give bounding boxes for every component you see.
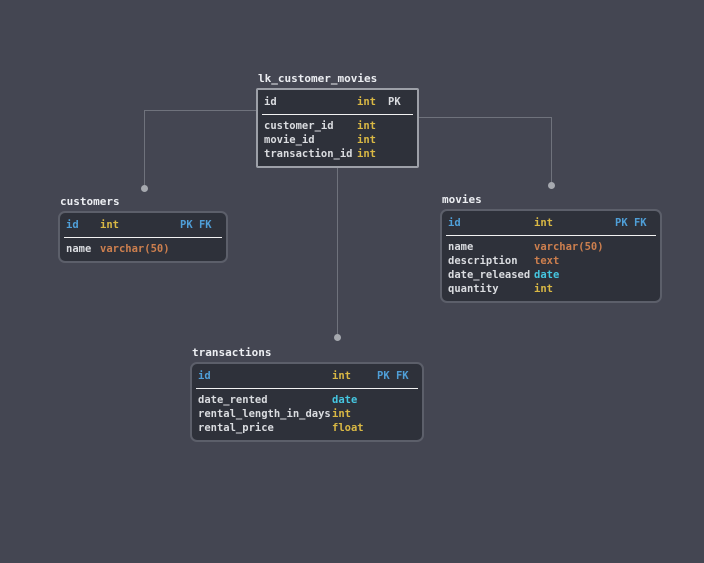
relationship-line-transactions-vertical [337, 164, 338, 334]
table-transactions[interactable]: transactions id int PK FK date_rented da… [190, 347, 424, 442]
field-type: date [534, 269, 560, 281]
pk-field-keys: PK FK [180, 219, 212, 231]
table-row: movie_id int [264, 133, 411, 147]
pk-field-type: int [534, 217, 553, 229]
relationship-line-customers-vertical [144, 110, 145, 185]
table-row: name varchar(50) [448, 240, 654, 254]
field-name: date_released [448, 269, 531, 281]
header-separator [196, 388, 418, 389]
table-movies[interactable]: movies id int PK FK name varchar(50) des… [440, 194, 662, 303]
field-type: varchar(50) [534, 241, 604, 253]
table-row: date_rented date [198, 393, 416, 407]
connector-endpoint-dot [334, 334, 341, 341]
relationship-line-movies-horizontal [419, 117, 551, 118]
table-title: movies [442, 193, 482, 206]
pk-field-keys: PK FK [615, 217, 647, 229]
relationship-line-customers-horizontal [144, 110, 256, 111]
table-row: date_released date [448, 268, 654, 282]
table-row: quantity int [448, 282, 654, 296]
pk-field-name: id [198, 370, 211, 382]
field-name: description [448, 255, 518, 267]
table-box[interactable]: id int PK FK date_rented date rental_len… [190, 362, 424, 442]
table-title: customers [60, 195, 120, 208]
table-box[interactable]: id int PK FK name varchar(50) descriptio… [440, 209, 662, 303]
field-name: name [448, 241, 474, 253]
table-header-row: id int PK [258, 90, 417, 114]
table-row: transaction_id int [264, 147, 411, 161]
header-separator [262, 114, 413, 115]
field-type: int [357, 120, 376, 132]
table-row: description text [448, 254, 654, 268]
table-row: rental_length_in_days int [198, 407, 416, 421]
field-name: date_rented [198, 394, 268, 406]
field-name: rental_price [198, 422, 274, 434]
field-type: int [357, 148, 376, 160]
table-row: name varchar(50) [66, 242, 220, 256]
table-title: lk_customer_movies [258, 72, 378, 85]
field-type: int [332, 408, 351, 420]
pk-field-keys: PK [388, 96, 401, 108]
pk-field-name: id [264, 96, 277, 108]
pk-field-name: id [448, 217, 461, 229]
pk-field-keys: PK FK [377, 370, 409, 382]
field-name: rental_length_in_days [198, 408, 331, 420]
table-row: rental_price float [198, 421, 416, 435]
field-name: movie_id [264, 134, 315, 146]
field-name: quantity [448, 283, 499, 295]
table-row: customer_id int [264, 119, 411, 133]
field-type: varchar(50) [100, 243, 170, 255]
field-type: float [332, 422, 364, 434]
table-lk_customer_movies[interactable]: lk_customer_movies id int PK customer_id… [256, 73, 419, 168]
field-type: int [357, 134, 376, 146]
field-name: customer_id [264, 120, 334, 132]
field-type: text [534, 255, 560, 267]
table-header-row: id int PK FK [60, 213, 226, 237]
field-name: transaction_id [264, 148, 353, 160]
table-box[interactable]: id int PK customer_id int movie_id int t… [256, 88, 419, 168]
connector-endpoint-dot [548, 182, 555, 189]
relationship-line-movies-vertical [551, 117, 552, 182]
pk-field-name: id [66, 219, 79, 231]
table-header-row: id int PK FK [442, 211, 660, 235]
table-header-row: id int PK FK [192, 364, 422, 388]
pk-field-type: int [100, 219, 119, 231]
field-name: name [66, 243, 92, 255]
field-type: date [332, 394, 358, 406]
header-separator [446, 235, 656, 236]
table-box[interactable]: id int PK FK name varchar(50) [58, 211, 228, 263]
table-title: transactions [192, 346, 272, 359]
pk-field-type: int [332, 370, 351, 382]
header-separator [64, 237, 222, 238]
field-type: int [534, 283, 553, 295]
pk-field-type: int [357, 96, 376, 108]
table-customers[interactable]: customers id int PK FK name varchar(50) [58, 196, 228, 263]
connector-endpoint-dot [141, 185, 148, 192]
